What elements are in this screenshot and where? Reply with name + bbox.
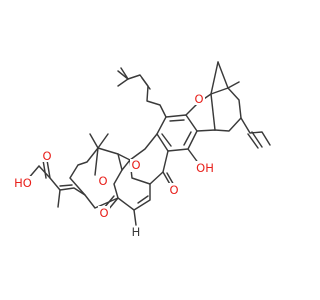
stereo-hydrogen-label: H xyxy=(132,225,141,239)
ketone-right-label: O xyxy=(169,183,178,197)
label-bg xyxy=(98,206,110,219)
isopropenyl-double xyxy=(247,133,259,149)
cage-ring-2 xyxy=(69,147,131,209)
cage-bridge-2 xyxy=(94,147,99,176)
aromatic-inner-1 xyxy=(169,119,185,122)
label-bg xyxy=(41,149,53,162)
molecule-structure: O O O OH O O O HO H xyxy=(12,61,271,239)
furan-oxygen-label: O xyxy=(98,174,107,188)
atom-labels: O O O OH O O O HO H xyxy=(12,92,216,239)
cage-double xyxy=(137,195,149,204)
aromatic-inner-2 xyxy=(183,131,192,146)
label-bg xyxy=(193,92,205,105)
aromatic-inner-3 xyxy=(161,133,172,147)
label-bg xyxy=(194,161,216,174)
prenyl-double-bond xyxy=(141,77,151,90)
label-bg xyxy=(130,159,142,172)
prenyl-methyl-2 xyxy=(120,67,129,80)
label-bg xyxy=(168,183,180,196)
hydroxyl-label: OH xyxy=(196,161,214,175)
label-bg xyxy=(12,176,34,189)
bridge-methylene xyxy=(210,61,219,95)
acid-carbonyl-1 xyxy=(46,159,51,179)
acid-methyl xyxy=(57,189,61,208)
bridge-oxygen-label: O xyxy=(131,158,140,172)
isopropenyl-chain xyxy=(240,117,271,146)
bridgehead-bond xyxy=(227,81,240,89)
label-bg xyxy=(97,175,109,188)
isopropenyl-double-2 xyxy=(251,131,263,148)
ring-oxygen-label: O xyxy=(194,92,203,106)
acid-oxygen-label: O xyxy=(42,149,51,163)
acid-chain xyxy=(38,165,86,196)
ketone-left-label: O xyxy=(99,206,108,220)
bridgehead-methyl xyxy=(217,61,229,89)
dimethyl-2 xyxy=(97,133,109,149)
acid-double xyxy=(59,184,73,187)
bicyclic-bridge-o xyxy=(210,93,216,131)
label-bg xyxy=(130,225,142,238)
acid-carbonyl-2 xyxy=(42,159,47,179)
molecule-canvas: O O O OH O O O HO H xyxy=(12,61,271,239)
stereo-h-bond xyxy=(133,209,137,226)
cage-bridge xyxy=(117,153,123,171)
dimethyl-1 xyxy=(89,133,99,149)
acid-hydroxyl-label: HO xyxy=(14,176,32,190)
prenyl-methyl-1 xyxy=(117,78,129,87)
bonds xyxy=(26,61,271,211)
